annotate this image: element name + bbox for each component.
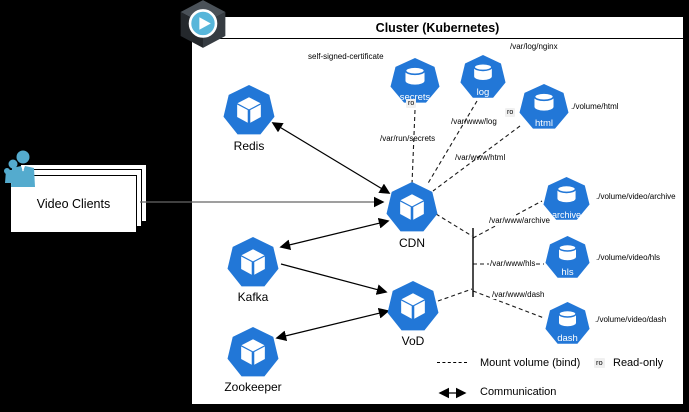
volume-name: hls: [561, 267, 574, 278]
label-self-signed-certificate: self-signed-certificate: [308, 52, 384, 61]
legend-mount-label: Mount volume (bind): [480, 357, 581, 369]
volume-html[interactable]: html: [519, 84, 569, 131]
label-var-run-secrets: /var/run/secrets: [380, 134, 436, 143]
volume-shape: html: [519, 84, 569, 129]
database-icon: [558, 243, 577, 261]
pod-shape: [223, 85, 275, 135]
legend-mount-line: [437, 362, 467, 363]
volume-shape: dash: [545, 302, 590, 344]
legend-communication-label: Communication: [480, 386, 557, 398]
volume-name: html: [535, 118, 553, 129]
label-var-www-log: /var/www/log: [451, 117, 497, 126]
cluster-title: Cluster (Kubernetes): [192, 17, 683, 39]
database-icon: [558, 309, 577, 327]
volume-name: log: [476, 87, 490, 98]
label-volume-video-dash: ./volume/video/dash: [595, 315, 667, 324]
volume-secrets[interactable]: secrets: [390, 58, 440, 105]
volume-name: dash: [557, 333, 578, 344]
volume-name: secrets: [399, 92, 431, 103]
label-var-www-dash: /var/www/dash: [491, 290, 546, 299]
cube-icon: [241, 249, 265, 275]
pod-shape: [227, 327, 279, 377]
ro-badge-secrets: ro: [406, 99, 417, 108]
node-kafka[interactable]: [227, 237, 279, 289]
database-icon: [556, 184, 577, 203]
ro-badge-html: ro: [505, 108, 516, 117]
users-icon: [4, 150, 35, 187]
label-var-log-nginx: /var/log/nginx: [510, 42, 558, 51]
volume-archive[interactable]: archive: [543, 177, 590, 222]
volume-log[interactable]: log: [460, 55, 506, 100]
volume-shape: log: [460, 55, 506, 98]
node-redis[interactable]: [223, 85, 275, 137]
node-vod-label: VoD: [401, 334, 425, 348]
cube-icon: [237, 97, 261, 123]
pod-shape: [386, 182, 438, 232]
database-icon: [404, 66, 426, 85]
node-redis-label: Redis: [233, 139, 265, 153]
database-icon: [473, 62, 493, 81]
label-var-www-archive: /var/www/archive: [488, 216, 551, 225]
node-zookeeper[interactable]: [227, 327, 279, 379]
node-vod[interactable]: [387, 281, 439, 333]
volume-shape: secrets: [390, 58, 440, 103]
node-cdn[interactable]: [386, 182, 438, 234]
label-volume-html: ./volume/html: [571, 102, 619, 111]
cube-icon: [401, 293, 425, 319]
legend-readonly-label: Read-only: [613, 357, 664, 369]
video-clients-label: Video Clients: [36, 197, 111, 211]
node-cdn-label: CDN: [399, 236, 425, 250]
node-kafka-label: Kafka: [237, 290, 269, 304]
node-zookeeper-label: Zookeeper: [224, 380, 282, 394]
volume-shape: hls: [545, 236, 590, 278]
video-platform-icon: [180, 0, 226, 48]
label-volume-video-hls: ./volume/video/hls: [596, 253, 661, 262]
cube-icon: [241, 339, 265, 365]
pod-shape: [227, 237, 279, 287]
label-volume-video-archive: ./volume/video/archive: [596, 192, 676, 201]
label-var-www-html: /var/www/html: [455, 153, 506, 162]
label-var-www-hls: /var/www/hls: [489, 259, 537, 268]
volume-hls[interactable]: hls: [545, 236, 590, 280]
volume-name: archive: [551, 210, 581, 220]
legend-ro-badge: ro: [594, 358, 605, 368]
database-icon: [533, 92, 555, 111]
volume-dash[interactable]: dash: [545, 302, 590, 346]
cube-icon: [400, 194, 424, 220]
pod-shape: [387, 281, 439, 331]
